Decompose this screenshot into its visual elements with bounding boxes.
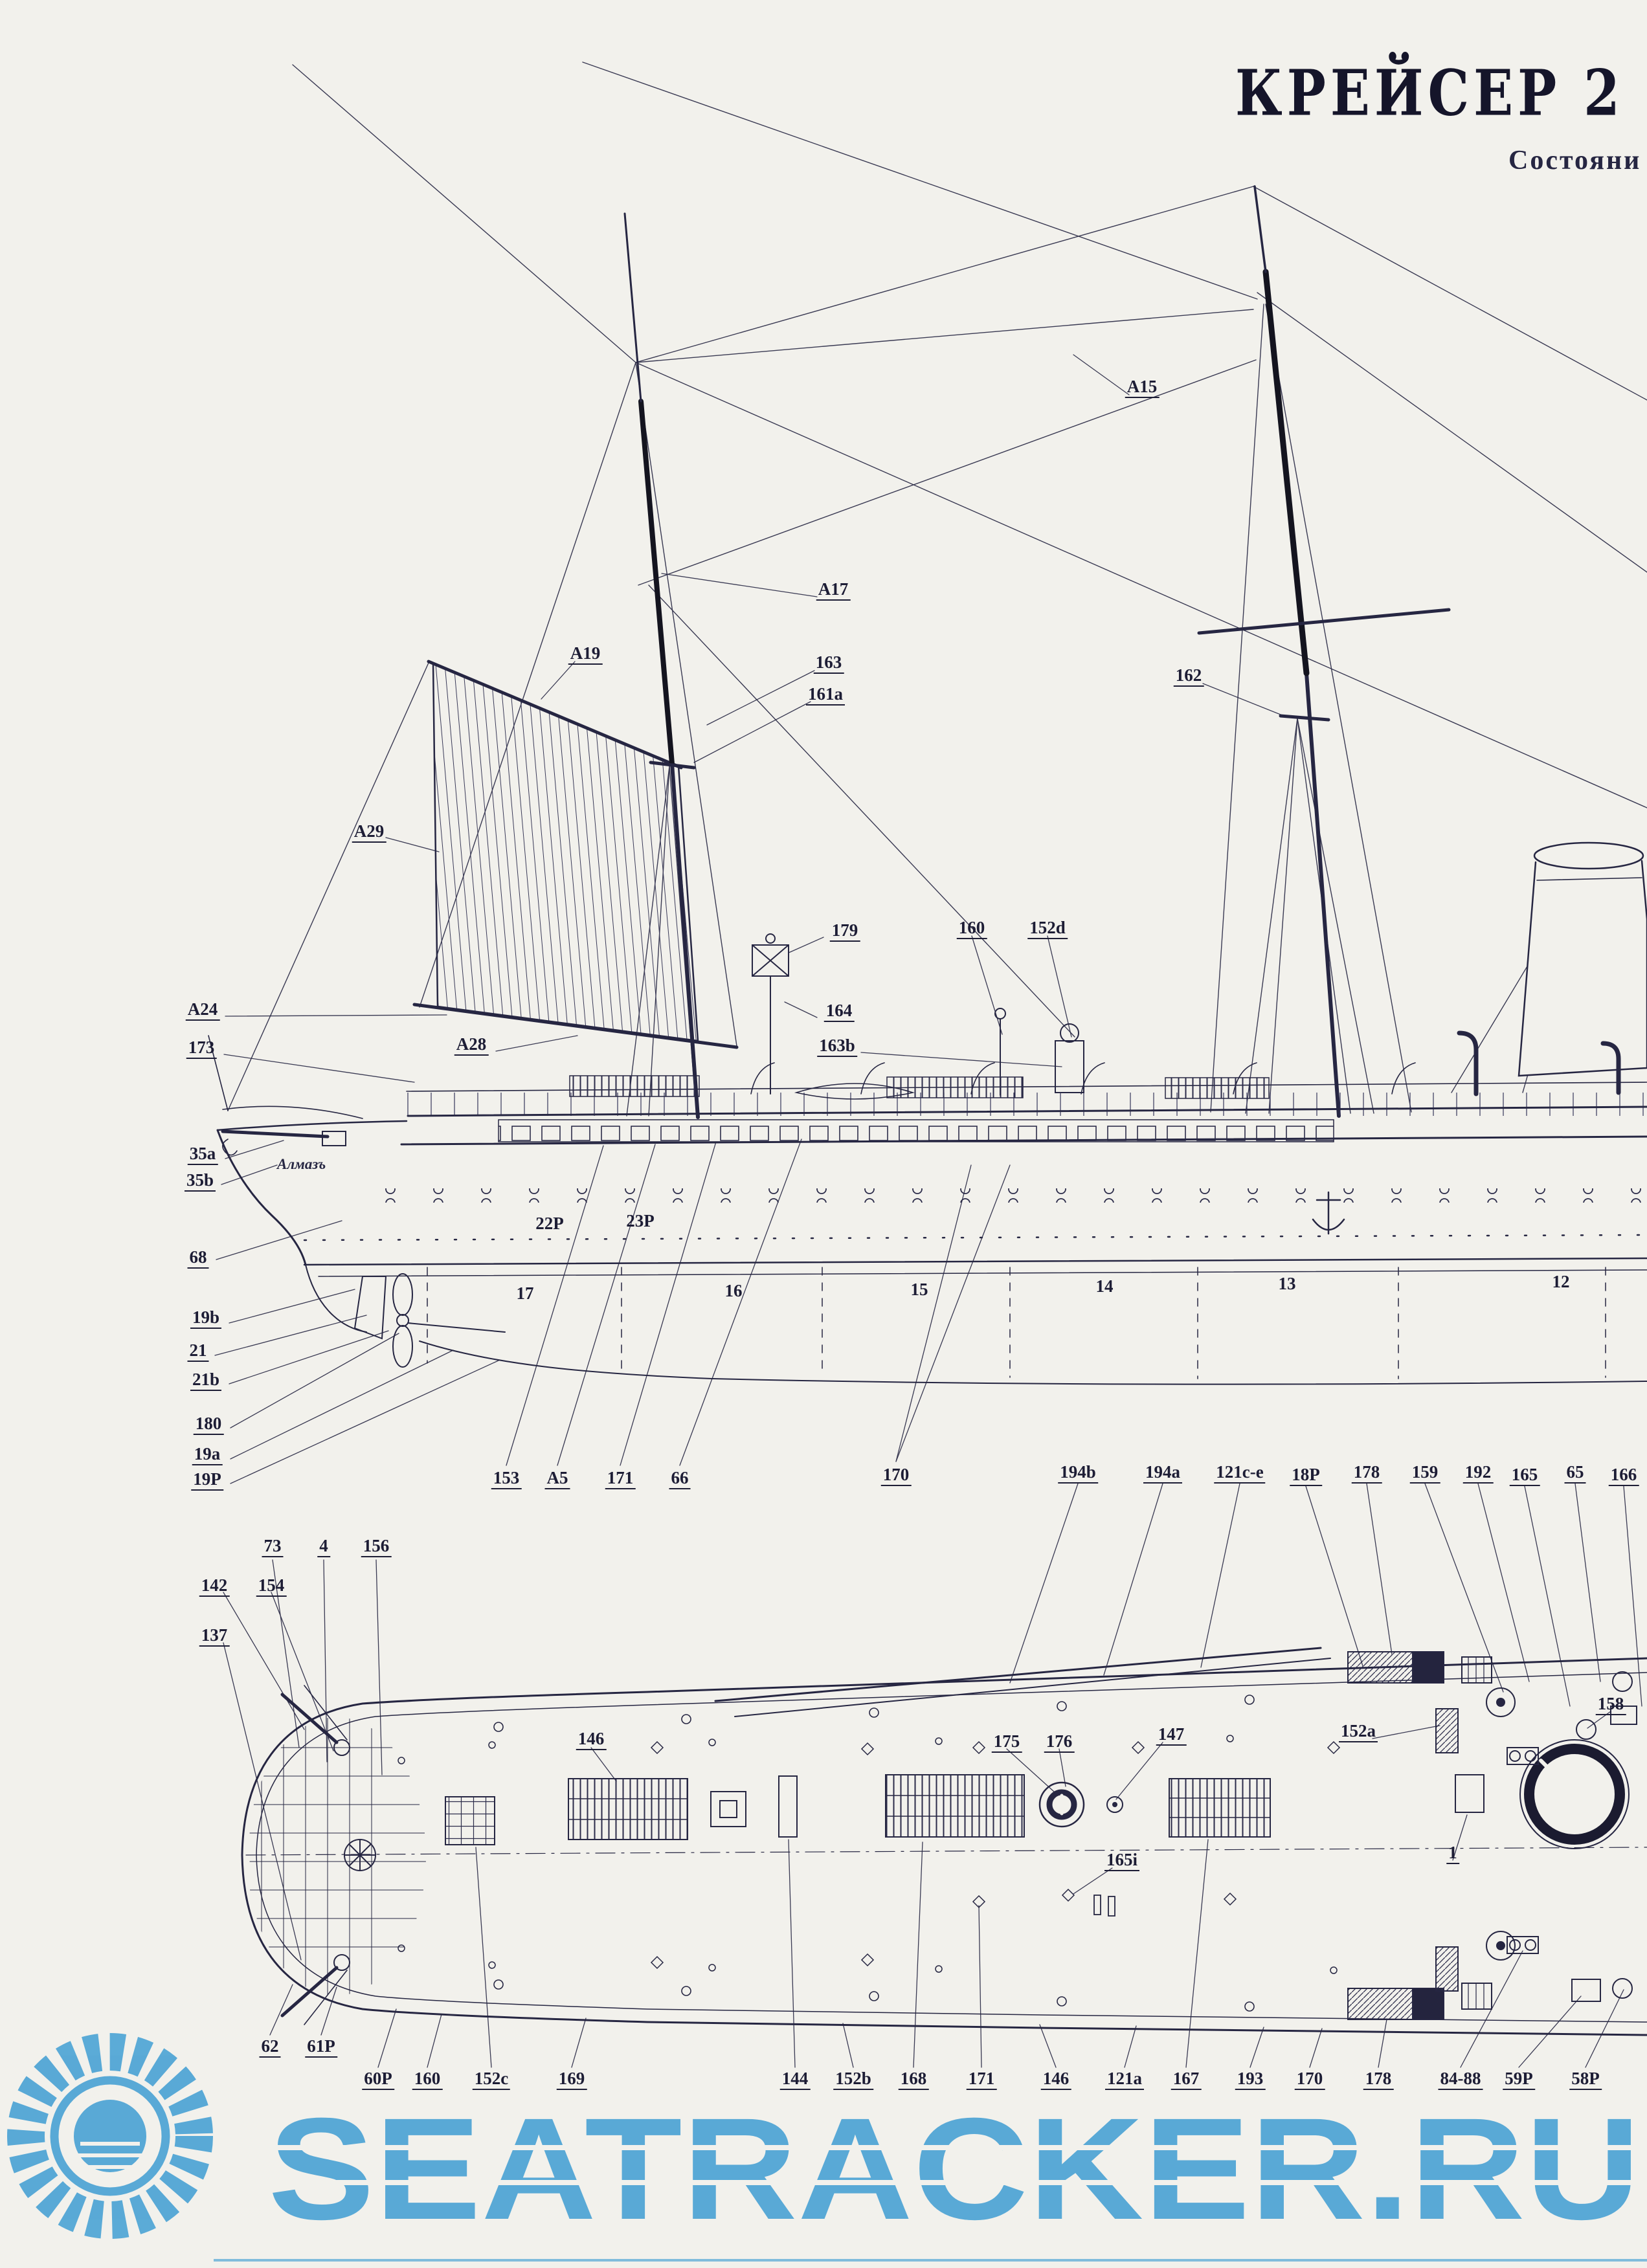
deck-diamonds: [650, 1740, 1341, 1970]
hatch-144: [778, 1775, 798, 1838]
grating-set-1: [568, 1778, 688, 1840]
propeller: [392, 1273, 506, 1368]
leader-lines-plan: [223, 1559, 1624, 2068]
side-profile-view: Алмазъ: [208, 61, 1647, 1707]
skylight-a: [569, 1075, 700, 1097]
grating-set-2: [885, 1774, 1025, 1838]
ventilator-cowls: [1457, 1030, 1621, 1096]
vent-158: [1576, 1719, 1597, 1740]
binnacle: [1055, 1023, 1084, 1093]
sun-icon: [7, 2033, 213, 2239]
funnel: [1518, 841, 1647, 1077]
hatch-1: [1455, 1774, 1485, 1813]
foremast: [623, 212, 700, 1119]
deck-bolts: [398, 1735, 1338, 1974]
rudder: [353, 1276, 387, 1340]
skylight-c: [1165, 1077, 1270, 1099]
edge-fittings: [1571, 1671, 1637, 2002]
plating-dots: [303, 1234, 1647, 1241]
porthole-row: [363, 1188, 1647, 1203]
anchor: [1312, 1191, 1345, 1235]
winch-small: [1106, 1796, 1123, 1813]
skylight-b: [886, 1076, 1024, 1098]
watermark-text: SEATRACKER.RU: [268, 2088, 1641, 2250]
davits: [750, 1062, 1416, 1095]
waterline: [303, 1257, 1647, 1266]
funnel-base-ring: [1519, 1739, 1630, 1849]
capstan: [1038, 1781, 1085, 1828]
boat-boom-1: [714, 1647, 1322, 1702]
stern-gun-starboard: [280, 1954, 350, 2025]
bollards: [1507, 1747, 1539, 1954]
ladder-strip-bottom: [1435, 1946, 1459, 1992]
boot-top: [318, 1269, 1647, 1277]
upper-deck-line: [407, 1106, 1647, 1117]
watermark: SEATRACKER.RU: [7, 2033, 1647, 2262]
cowl-vents-plan: [1486, 1687, 1516, 1961]
companionway-top: [1347, 1651, 1492, 1684]
page-title: КРЕЙСЕР 2 РА: [1235, 56, 1647, 130]
boat: [794, 1083, 915, 1100]
stern: Алмазъ: [208, 1035, 408, 1266]
companionway-bottom: [1347, 1983, 1492, 2020]
grating-small: [445, 1796, 495, 1845]
underwater-hull: [305, 1264, 1647, 1385]
mainmast: [1197, 185, 1451, 1118]
station-lines: [427, 1267, 1606, 1379]
stern-capstan: [344, 1839, 376, 1871]
gaff-spar: [427, 660, 683, 770]
vent-pipes: [1093, 1895, 1115, 1917]
deckhouse-windows: [498, 1119, 1334, 1142]
skylight-square: [710, 1791, 746, 1827]
page-subtitle: Состояни: [1508, 146, 1642, 175]
stern-gun-port: [280, 1685, 350, 1756]
boat-boom-2: [734, 1658, 1331, 1717]
ladder-strip-top: [1435, 1708, 1459, 1753]
boom-spar: [412, 1003, 739, 1049]
stern-gun: [221, 1129, 330, 1139]
grating-set-3: [1169, 1778, 1271, 1838]
deck-outline: [241, 1657, 1647, 2036]
fairlead-circles: [493, 1695, 1255, 2012]
sheer-line: [400, 1135, 1647, 1146]
deck-plan-view: [223, 1559, 1647, 2068]
searchlight: [752, 933, 789, 1095]
leader-lines-side: [214, 354, 1642, 1707]
ship-name: Алмазъ: [276, 1156, 326, 1172]
centerline: [245, 1847, 1647, 1856]
stern-grating: [249, 1717, 426, 1996]
